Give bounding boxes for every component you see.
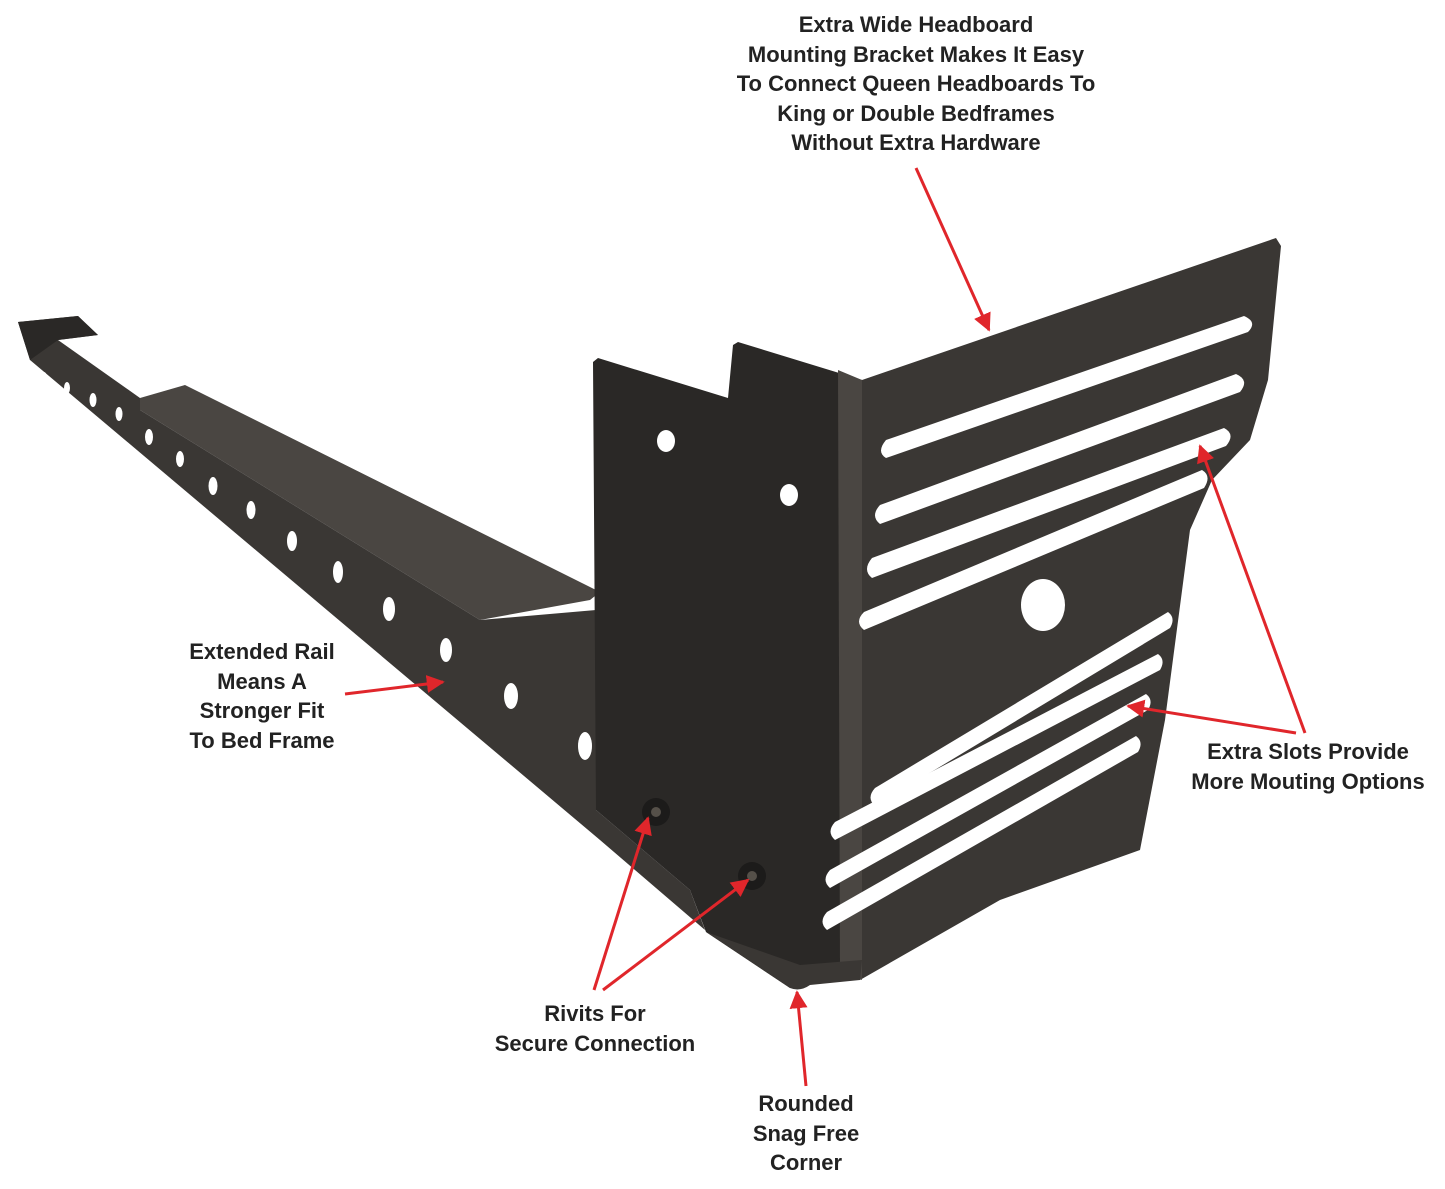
callout-line: More Mouting Options <box>1191 768 1425 794</box>
rail-hole <box>578 732 592 760</box>
rounded-corner <box>706 932 862 990</box>
callout-line: Mounting Bracket Makes It Easy <box>747 41 1085 67</box>
rail-hole <box>287 531 297 551</box>
callout-corner: Rounded Snag Free Corner <box>700 1089 912 1178</box>
slot <box>870 612 1173 806</box>
arrow-headboard <box>914 167 991 332</box>
callout-slots: Extra Slots Provide More Mouting Options <box>1160 737 1445 796</box>
bottom-slots <box>822 612 1173 930</box>
slot <box>859 470 1208 630</box>
callout-line: Secure Connection <box>494 1030 696 1056</box>
rail-hole <box>333 561 343 583</box>
bracket-side-plate <box>593 342 862 988</box>
rail-hole <box>504 683 518 709</box>
top-slots <box>859 316 1253 630</box>
callout-line: Rivits For <box>544 1001 646 1026</box>
rail-web <box>18 316 705 930</box>
rail-hole <box>440 638 452 662</box>
rail-top-flange <box>140 385 600 620</box>
rail-hole <box>41 372 47 384</box>
slot <box>822 736 1141 930</box>
callout-line: To Bed Frame <box>189 727 335 753</box>
rail-hole <box>115 407 123 421</box>
rail-hook <box>18 316 98 360</box>
rail-hole <box>145 429 153 445</box>
arrows <box>344 167 1307 1087</box>
callout-line: Rounded <box>758 1091 854 1116</box>
slot <box>830 654 1163 840</box>
rail-hole <box>383 597 395 621</box>
arrow-rivit-2 <box>602 878 750 992</box>
callout-line: Means A <box>217 668 307 694</box>
callout-rivits: Rivits For Secure Connection <box>460 999 730 1058</box>
slot <box>875 374 1245 524</box>
center-hole <box>1021 579 1065 631</box>
arrow-slots-top <box>1197 444 1307 734</box>
callout-line: Snag Free <box>752 1120 860 1146</box>
slot <box>825 694 1151 888</box>
arrow-rail <box>344 675 445 696</box>
callout-headboard: Extra Wide Headboard Mounting Bracket Ma… <box>700 10 1132 158</box>
rail-hole <box>64 382 70 394</box>
side-plate-hole <box>657 430 675 452</box>
side-plate-hole <box>780 484 798 506</box>
plate-bend <box>838 370 862 980</box>
callout-line: To Connect Queen Headboards To <box>736 71 1096 96</box>
callout-line: Extra Slots Provide <box>1207 739 1409 764</box>
callout-line: King or Double Bedframes <box>777 100 1055 126</box>
callout-line: Without Extra Hardware <box>791 130 1041 155</box>
arrow-slots-bottom <box>1126 699 1297 735</box>
slot <box>867 428 1231 578</box>
callout-line: Extended Rail <box>189 639 335 664</box>
rail-hole <box>176 451 184 467</box>
callout-line: Extra Wide Headboard <box>798 12 1034 37</box>
rail-hole <box>246 501 256 519</box>
rail-holes <box>41 372 592 760</box>
rail-hole <box>89 393 97 407</box>
callout-rail: Extended Rail Means A Stronger Fit To Be… <box>150 637 374 755</box>
rail-hole <box>208 477 218 495</box>
slot <box>881 316 1253 458</box>
arrow-corner <box>789 990 808 1087</box>
callout-line: Corner <box>769 1150 843 1175</box>
arrow-rivit-1 <box>592 816 652 991</box>
callout-line: Stronger Fit <box>199 698 325 723</box>
